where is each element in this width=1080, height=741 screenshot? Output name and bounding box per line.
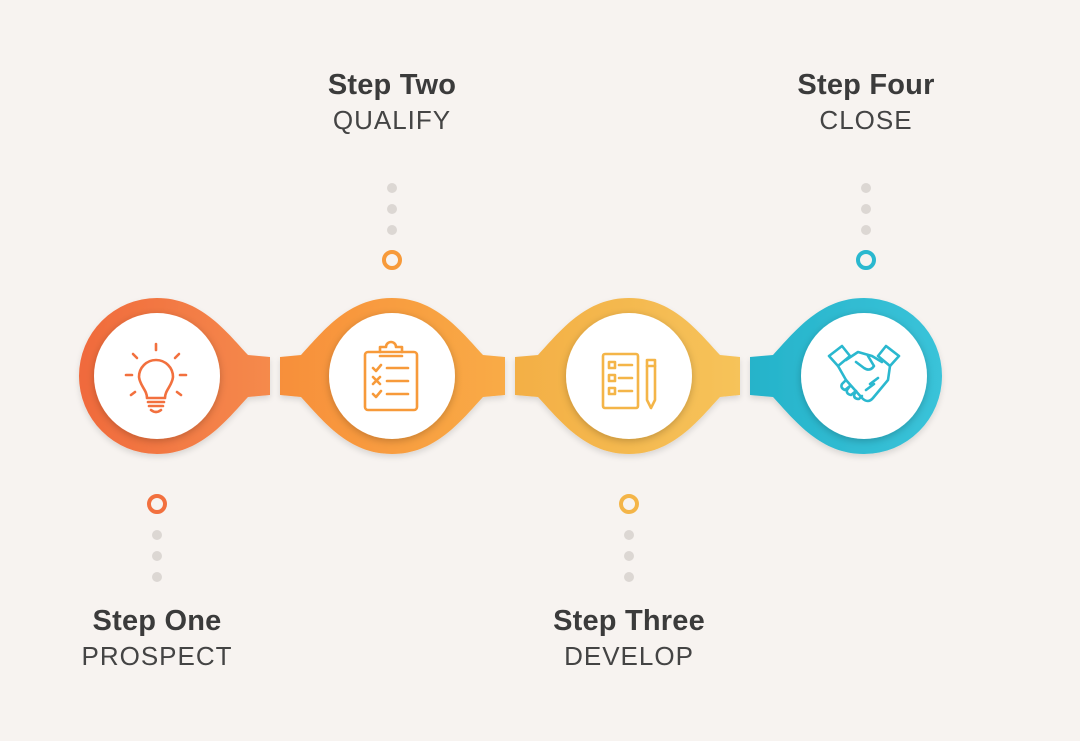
step-1-dot — [152, 530, 162, 540]
step-3-subtitle: DEVELOP — [564, 641, 694, 671]
handshake-icon — [827, 344, 901, 403]
step-3-title: Step Three — [553, 605, 705, 637]
step-1-label: Step One PROSPECT — [37, 603, 277, 673]
step-4-dot — [861, 225, 871, 235]
step-1-marker — [147, 494, 167, 514]
step-3-label: Step Three DEVELOP — [509, 603, 749, 673]
step-2-title: Step Two — [327, 69, 457, 101]
step-1-inner-circle — [94, 313, 220, 439]
list-pencil-icon — [601, 352, 657, 410]
step-2-marker — [382, 250, 402, 270]
step-4-marker — [856, 250, 876, 270]
step-1-dot — [152, 572, 162, 582]
step-3-marker — [619, 494, 639, 514]
step-1-dot — [152, 551, 162, 561]
step-3-dot — [624, 530, 634, 540]
step-3-dot — [624, 551, 634, 561]
step-4-subtitle: CLOSE — [819, 105, 913, 135]
step-2-subtitle: QUALIFY — [332, 105, 452, 135]
step-4-title: Step Four — [797, 69, 935, 101]
step-3-inner-circle — [566, 313, 692, 439]
step-4-inner-circle — [801, 313, 927, 439]
step-2-dot — [387, 204, 397, 214]
step-4-dot — [861, 204, 871, 214]
step-2-inner-circle — [329, 313, 455, 439]
step-2-label: Step Two QUALIFY — [272, 67, 512, 137]
step-4-dot — [861, 183, 871, 193]
clipboard-checklist-icon — [363, 340, 419, 412]
step-4-label: Step Four CLOSE — [746, 67, 986, 137]
lightbulb-icon — [124, 342, 188, 414]
step-1-subtitle: PROSPECT — [81, 641, 233, 671]
step-2-dot — [387, 225, 397, 235]
step-1-title: Step One — [92, 605, 222, 637]
step-2-dot — [387, 183, 397, 193]
step-3-dot — [624, 572, 634, 582]
